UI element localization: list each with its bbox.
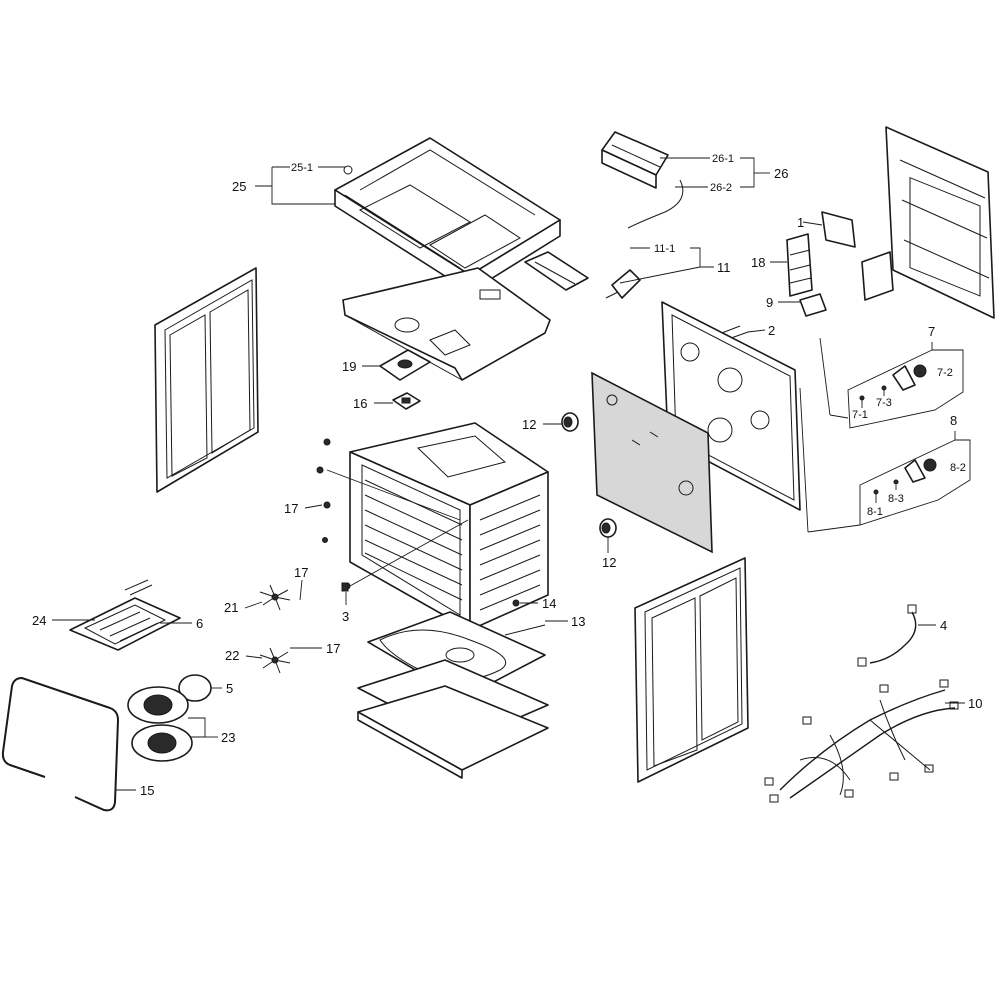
label-3: 3 bbox=[342, 609, 349, 624]
label-8: 8 bbox=[950, 413, 957, 428]
part-11-door-lock bbox=[605, 269, 641, 299]
part-7-switch-assembly bbox=[859, 364, 927, 401]
top-heat-shield bbox=[342, 267, 551, 381]
label-26: 26 bbox=[774, 166, 788, 181]
label-11: 11 bbox=[717, 260, 731, 275]
part-15-door-gasket bbox=[1, 676, 120, 812]
part-23-fan-cover-bottom bbox=[131, 724, 193, 762]
part-17-screws bbox=[316, 438, 351, 590]
part-1-panel bbox=[821, 211, 856, 248]
part-19-cover-plate bbox=[379, 349, 431, 381]
part-9-terminal-block bbox=[799, 293, 827, 317]
bottom-plate-2 bbox=[357, 685, 549, 779]
front-control-panel bbox=[591, 371, 713, 554]
control-back-plate bbox=[661, 301, 801, 511]
label-18: 18 bbox=[751, 255, 765, 270]
label-8-3: 8-3 bbox=[888, 493, 904, 505]
rear-panel bbox=[885, 126, 995, 319]
label-19: 19 bbox=[342, 359, 356, 374]
label-9: 9 bbox=[766, 295, 773, 310]
label-1: 1 bbox=[797, 215, 804, 230]
label-15: 15 bbox=[140, 783, 154, 798]
part-25-top-frame bbox=[334, 137, 561, 293]
label-13: 13 bbox=[571, 614, 585, 629]
label-25: 25 bbox=[232, 179, 246, 194]
part-10-wire-harness bbox=[764, 679, 959, 803]
label-22: 22 bbox=[225, 648, 239, 663]
label-7-1: 7-1 bbox=[852, 409, 868, 421]
part-22-fan-blade bbox=[259, 647, 291, 674]
label-7-2: 7-2 bbox=[937, 367, 953, 379]
part-8-switch-assembly bbox=[873, 458, 937, 495]
label-8-2: 8-2 bbox=[950, 462, 966, 474]
label-5: 5 bbox=[226, 681, 233, 696]
rear-bracket bbox=[861, 251, 894, 301]
right-door-panel bbox=[634, 557, 749, 783]
part-16-sensor bbox=[392, 392, 421, 410]
part-6-broil-element bbox=[69, 579, 181, 651]
label-25-1: 25-1 bbox=[291, 162, 313, 174]
label-24: 24 bbox=[32, 613, 46, 628]
part-21-fan-blade bbox=[259, 584, 291, 611]
label-4: 4 bbox=[940, 618, 947, 633]
label-12-top: 12 bbox=[522, 417, 536, 432]
label-7: 7 bbox=[928, 324, 935, 339]
label-2: 2 bbox=[768, 323, 775, 338]
label-8-1: 8-1 bbox=[867, 506, 883, 518]
leader-lines bbox=[52, 157, 971, 791]
part-12-knob-bottom bbox=[599, 518, 617, 538]
label-17-upper: 17 bbox=[294, 565, 308, 580]
part-14-screw bbox=[512, 599, 520, 607]
label-26-2: 26-2 bbox=[710, 182, 732, 194]
label-23: 23 bbox=[221, 730, 235, 745]
part-4-wire bbox=[869, 611, 917, 664]
part-12-knob-top bbox=[561, 412, 579, 432]
oven-cavity bbox=[349, 422, 549, 631]
label-16: 16 bbox=[353, 396, 367, 411]
callout-labels: 1 2 3 4 5 6 7 7-1 7-2 7-3 8 8-1 8-2 8-3 … bbox=[32, 153, 982, 798]
part-3-clip bbox=[341, 582, 349, 592]
label-11-1: 11-1 bbox=[654, 243, 675, 255]
label-6: 6 bbox=[196, 616, 203, 631]
label-10: 10 bbox=[968, 696, 982, 711]
label-14: 14 bbox=[542, 596, 556, 611]
label-17-lower: 17 bbox=[326, 641, 340, 656]
label-7-3: 7-3 bbox=[876, 397, 892, 409]
label-17-left: 17 bbox=[284, 501, 298, 516]
part-25-bracket bbox=[524, 251, 589, 291]
label-21: 21 bbox=[224, 600, 238, 615]
left-side-panel bbox=[154, 267, 259, 493]
label-12-bottom: 12 bbox=[602, 555, 616, 570]
label-26-1: 26-1 bbox=[712, 153, 734, 165]
part-26-cooling-fan bbox=[601, 131, 684, 229]
part-23-fan-cover-top bbox=[127, 686, 189, 724]
part-18-filter bbox=[786, 233, 813, 297]
